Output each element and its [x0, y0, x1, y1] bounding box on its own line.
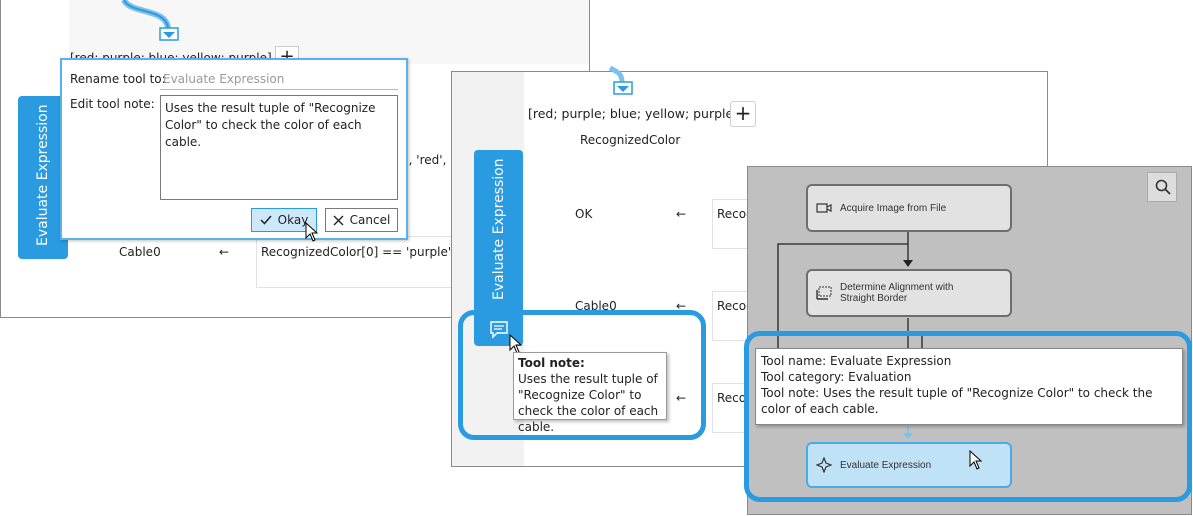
tooltip-title: Tool note:	[518, 356, 585, 370]
flow-highlight	[744, 331, 1192, 502]
rename-dialog: Rename tool to: Evaluate Expression Edit…	[60, 58, 408, 240]
middle-row-name-1: Cable0	[575, 299, 617, 313]
rename-placeholder: Evaluate Expression	[163, 72, 285, 86]
middle-tool-tab[interactable]	[474, 150, 523, 314]
flow-node-acquire-image[interactable]: Acquire Image from File	[806, 184, 1012, 232]
middle-tool-tab-label: Evaluate Expression	[491, 158, 507, 300]
tool-note-highlight	[458, 310, 706, 440]
alignment-icon	[816, 286, 832, 300]
comment-icon	[490, 321, 508, 339]
cancel-label: Cancel	[349, 213, 391, 227]
left-partial-values: e', 'red',	[398, 153, 447, 167]
left-row-arrow: ←	[219, 245, 230, 259]
mouse-cursor-icon	[305, 222, 319, 242]
tool-note-tooltip: Tool note: Uses the result tuple of "Rec…	[513, 352, 667, 434]
middle-row-expr-box-1[interactable]	[712, 291, 752, 341]
mouse-cursor-icon-3	[969, 450, 983, 470]
flow-node-determine-alignment[interactable]: Determine Alignment with Straight Border	[806, 269, 1012, 317]
zoom-button[interactable]	[1147, 172, 1177, 202]
middle-row-arrow-1: ←	[676, 299, 687, 313]
left-tool-tab[interactable]	[18, 96, 68, 259]
note-label: Edit tool note:	[70, 97, 155, 111]
left-row-expression-box[interactable]	[256, 236, 456, 288]
tooltip-body: Uses the result tuple of "Recognize Colo…	[518, 372, 659, 434]
rename-label: Rename tool to:	[70, 72, 166, 86]
close-icon	[333, 215, 344, 225]
evaluate-icon	[816, 457, 832, 473]
left-tool-tab-label: Evaluate Expression	[35, 104, 51, 246]
flow-node-label-2: Evaluate Expression	[840, 459, 932, 471]
flow-node-label-0: Acquire Image from File	[840, 202, 947, 214]
middle-row-expr-2: Reco	[717, 391, 747, 405]
flow-tooltip-note: Tool note: Uses the result tuple of "Rec…	[761, 386, 1153, 416]
tool-note-button[interactable]	[474, 314, 523, 346]
left-row-expression: RecognizedColor[0] == 'purple'	[261, 245, 452, 259]
note-text: Uses the result tuple of "Recognize Colo…	[165, 101, 376, 149]
middle-row-arrow-0: ←	[676, 207, 687, 221]
camera-icon	[816, 203, 832, 213]
middle-incoming-connector-icon	[608, 65, 633, 95]
okay-label: Okay	[277, 213, 309, 227]
note-textarea[interactable]: Uses the result tuple of "Recognize Colo…	[160, 95, 398, 200]
search-icon	[1155, 179, 1171, 195]
middle-list-text: [red; purple; blue; yellow; purple]	[528, 106, 739, 121]
cancel-button[interactable]: Cancel	[325, 208, 398, 232]
rename-input[interactable]: Evaluate Expression	[160, 68, 398, 90]
middle-add-button[interactable]: +	[730, 101, 756, 127]
check-icon	[260, 215, 272, 225]
flow-tooltip-name: Tool name: Evaluate Expression	[761, 354, 952, 368]
flow-tooltip-category: Tool category: Evaluation	[761, 370, 912, 384]
middle-row-expr-0: Recog	[717, 207, 754, 221]
middle-header: RecognizedColor	[580, 133, 681, 147]
flow-node-tooltip: Tool name: Evaluate Expression Tool cate…	[755, 348, 1183, 425]
flow-node-label-1: Determine Alignment with Straight Border	[840, 282, 954, 304]
left-row-name: Cable0	[119, 245, 161, 259]
middle-row-expr-box-0[interactable]	[712, 199, 752, 249]
incoming-connector-icon	[121, 0, 179, 41]
middle-row-expr-1: Recog	[717, 299, 754, 313]
middle-row-name-0: OK	[575, 207, 593, 221]
middle-row-arrow-2: ←	[676, 391, 687, 405]
